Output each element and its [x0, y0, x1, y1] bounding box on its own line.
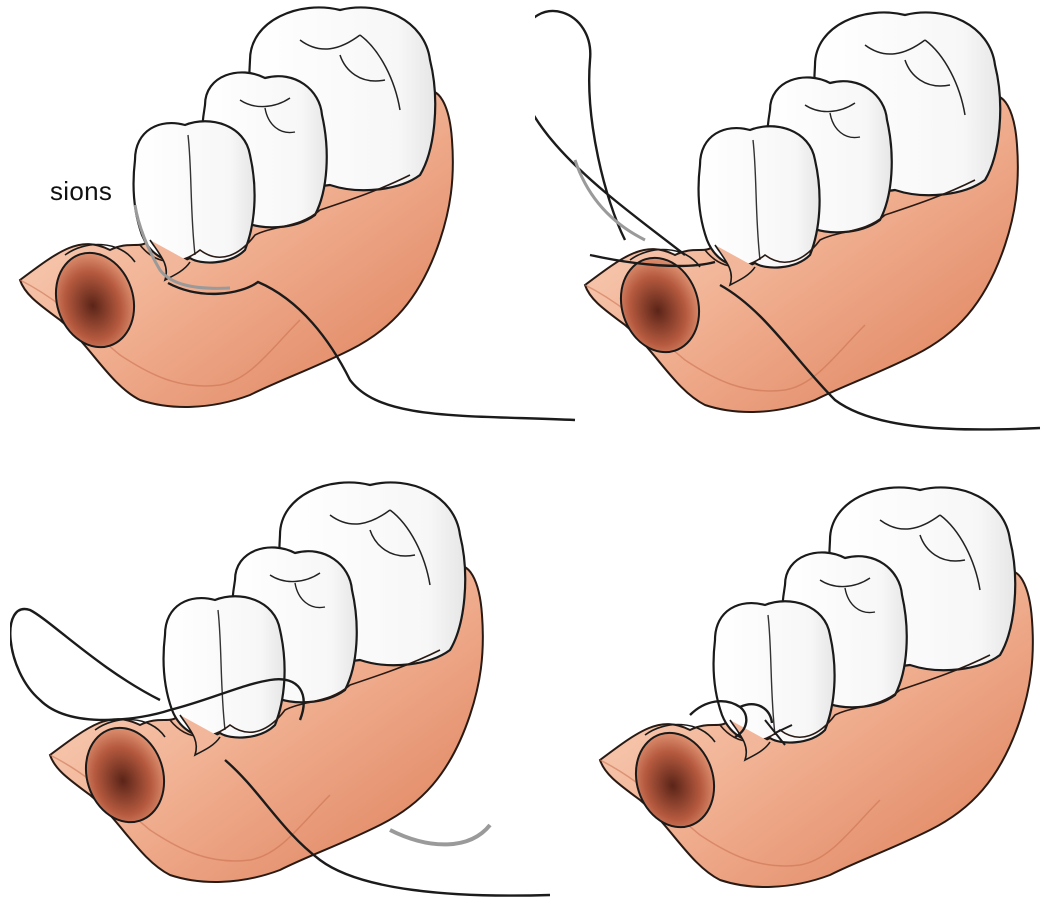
- suture-step-2-panel: [535, 0, 1044, 450]
- suture-step-3-illustration: [10, 470, 560, 908]
- suture-loop: [535, 11, 685, 255]
- suture-step-1-illustration: [0, 0, 580, 440]
- suture-step-2-illustration: [535, 0, 1044, 450]
- suture-step-1-panel: [0, 0, 580, 440]
- caption-fragment: sions: [50, 176, 112, 207]
- suture-step-3-panel: [10, 470, 560, 908]
- suture-step-4-illustration: [560, 475, 1044, 908]
- suture-step-4-panel: [560, 475, 1044, 908]
- needle-path: [390, 825, 490, 844]
